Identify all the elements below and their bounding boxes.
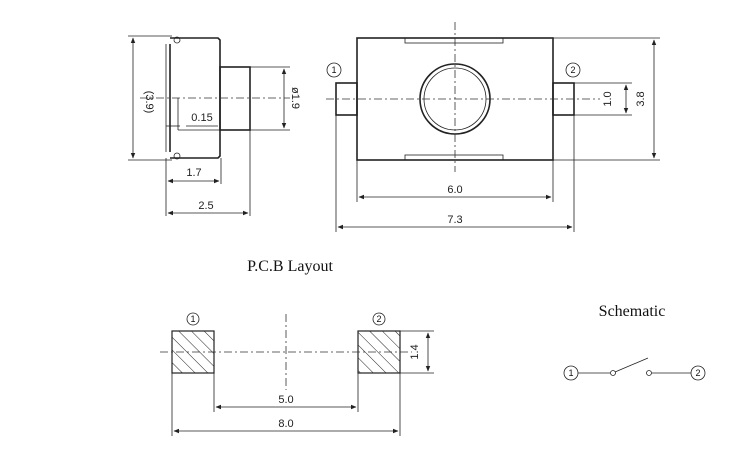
dim-depth: 1.7 [186, 167, 201, 179]
side-actuator [219, 66, 251, 131]
dim-height-ref: (3.9) [143, 91, 155, 114]
dim-total-depth: 2.5 [198, 200, 213, 212]
terminal-left [335, 82, 358, 116]
sch-switch-lever [614, 357, 649, 373]
dim-body-length: 6.0 [447, 184, 462, 196]
dim-thickness: 0.15 [191, 112, 212, 124]
dim-terminal-width: 1.0 [602, 91, 614, 106]
pcb-layout: 1 2 1.4 5.0 8.0 [160, 312, 434, 436]
dim-body-height: 3.8 [635, 91, 647, 106]
top-view: 1 2 1.0 3.8 6.0 7.3 [326, 22, 660, 232]
pad2-label: 2 [376, 314, 381, 324]
sch-pin2-marker [690, 365, 706, 381]
dim-inner-span: 5.0 [278, 394, 293, 406]
dim-pad-size: 1.4 [409, 344, 421, 359]
sch-pin1-label: 1 [568, 368, 573, 378]
side-top-rivet [173, 36, 181, 44]
sch-contact-left [610, 370, 616, 376]
pad1-label: 1 [190, 314, 195, 324]
pad1-marker [186, 312, 200, 326]
pin1-label: 1 [331, 65, 336, 75]
pad2-marker [372, 312, 386, 326]
sch-pin2-label: 2 [695, 368, 700, 378]
pin2-label: 2 [570, 65, 575, 75]
side-bottom-rivet [173, 152, 181, 160]
dim-actuator-dia: ø1.9 [289, 87, 301, 109]
top-tab-upper [404, 37, 504, 44]
sch-contact-right [646, 370, 652, 376]
schematic-title: Schematic [599, 303, 666, 320]
top-tab-lower [404, 154, 504, 161]
side-view: (3.9) 0.15 1.7 2.5 ø1.9 [128, 35, 301, 216]
pin2-marker [565, 62, 581, 78]
dim-total-length: 7.3 [447, 214, 462, 226]
pin1-marker [326, 62, 342, 78]
schematic: 1 2 [563, 357, 706, 381]
pcb-title: P.C.B Layout [247, 258, 333, 275]
dim-outer-span: 8.0 [278, 418, 293, 430]
